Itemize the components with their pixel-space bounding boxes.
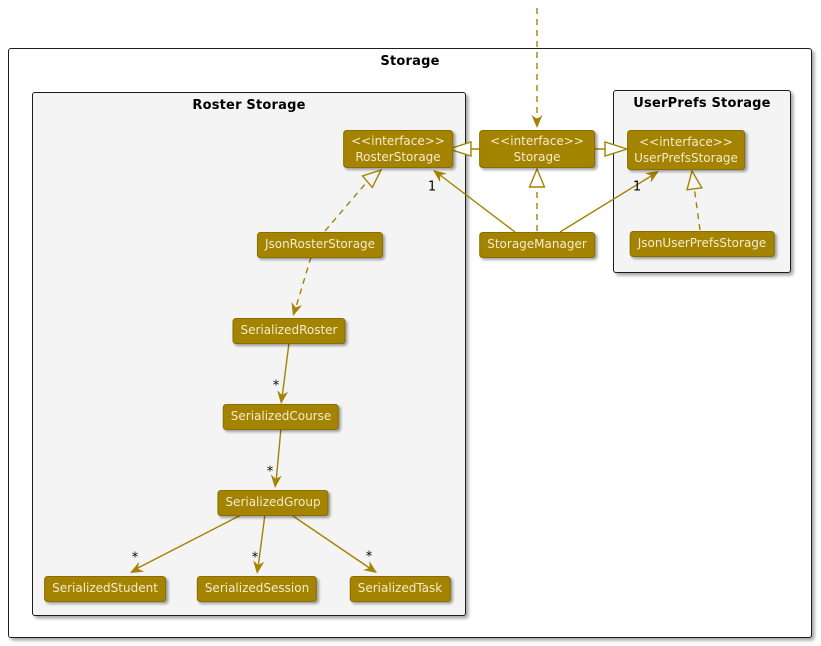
jsonrosterstorage-name: JsonRosterStorage [264, 237, 376, 251]
multiplicity-label: 1 [632, 179, 642, 195]
roster-storage-frame: Roster Storage [32, 92, 466, 616]
class-serializedroster: SerializedRoster [232, 318, 346, 344]
class-rosterstorage-interface: <<interface>> RosterStorage [343, 130, 453, 168]
edge-jsonrosterstorage-to-serializedroster [291, 256, 312, 316]
edge-serializedcourse-to-serializedgroup [270, 427, 282, 488]
serializedstudent-name: SerializedStudent [52, 581, 158, 595]
edge-serializedroster-to-serializedcourse [277, 342, 290, 404]
userprefsstorage-stereotype: <<interface>> [639, 135, 733, 149]
multiplicity-label: * [365, 549, 373, 565]
storage-name: Storage [513, 149, 561, 164]
userprefs-storage-frame-title: UserPrefs Storage [633, 96, 771, 111]
multiplicity-label: * [266, 464, 274, 480]
edge-storagemanager-to-rosterstorage [433, 170, 516, 233]
serializedcourse-name: SerializedCourse [230, 409, 332, 423]
class-serializedsession: SerializedSession [196, 576, 318, 602]
class-storagemanager: StorageManager [479, 232, 595, 258]
class-jsonrosterstorage: JsonRosterStorage [256, 232, 384, 258]
edge-serializedgroup-to-serializedstudent [130, 513, 244, 573]
class-serializedtask: SerializedTask [349, 576, 451, 602]
class-userprefsstorage-interface: <<interface>> UserPrefsStorage [627, 130, 745, 170]
serializedsession-name: SerializedSession [204, 581, 310, 595]
edge-storagemanager-to-userprefsstorage [559, 171, 659, 233]
roster-storage-frame-title: Roster Storage [192, 98, 306, 113]
edge-jsonuserprefsstorage-implements-userprefsstorage [686, 169, 703, 231]
storagemanager-name: StorageManager [487, 237, 587, 251]
serializedtask-name: SerializedTask [357, 581, 443, 595]
multiplicity-label: * [272, 378, 280, 394]
multiplicity-label: * [131, 550, 139, 566]
class-jsonuserprefsstorage: JsonUserPrefsStorage [629, 231, 775, 257]
jsonuserprefsstorage-name: JsonUserPrefsStorage [637, 236, 767, 250]
edge-serializedgroup-to-serializedsession [253, 513, 266, 574]
edge-jsonrosterstorage-implements-rosterstorage [324, 168, 383, 232]
multiplicity-label: 1 [427, 179, 437, 195]
userprefsstorage-name: UserPrefsStorage [634, 150, 738, 165]
multiplicity-label: * [251, 550, 259, 566]
serializedgroup-name: SerializedGroup [225, 495, 321, 509]
class-serializedgroup: SerializedGroup [217, 490, 329, 516]
rosterstorage-name: RosterStorage [355, 149, 441, 164]
edge-storagemanager-implements-storage [528, 167, 546, 231]
class-serializedstudent: SerializedStudent [44, 576, 166, 602]
storage-stereotype: <<interface>> [490, 134, 584, 148]
class-serializedcourse: SerializedCourse [222, 404, 340, 430]
serializedroster-name: SerializedRoster [240, 323, 338, 337]
edge-serializedgroup-to-serializedtask [289, 513, 377, 573]
class-storage-interface: <<interface>> Storage [479, 130, 595, 168]
edge-offscreen-to-storage [531, 8, 543, 128]
rosterstorage-stereotype: <<interface>> [351, 134, 445, 148]
storage-frame-title: Storage [380, 54, 440, 69]
